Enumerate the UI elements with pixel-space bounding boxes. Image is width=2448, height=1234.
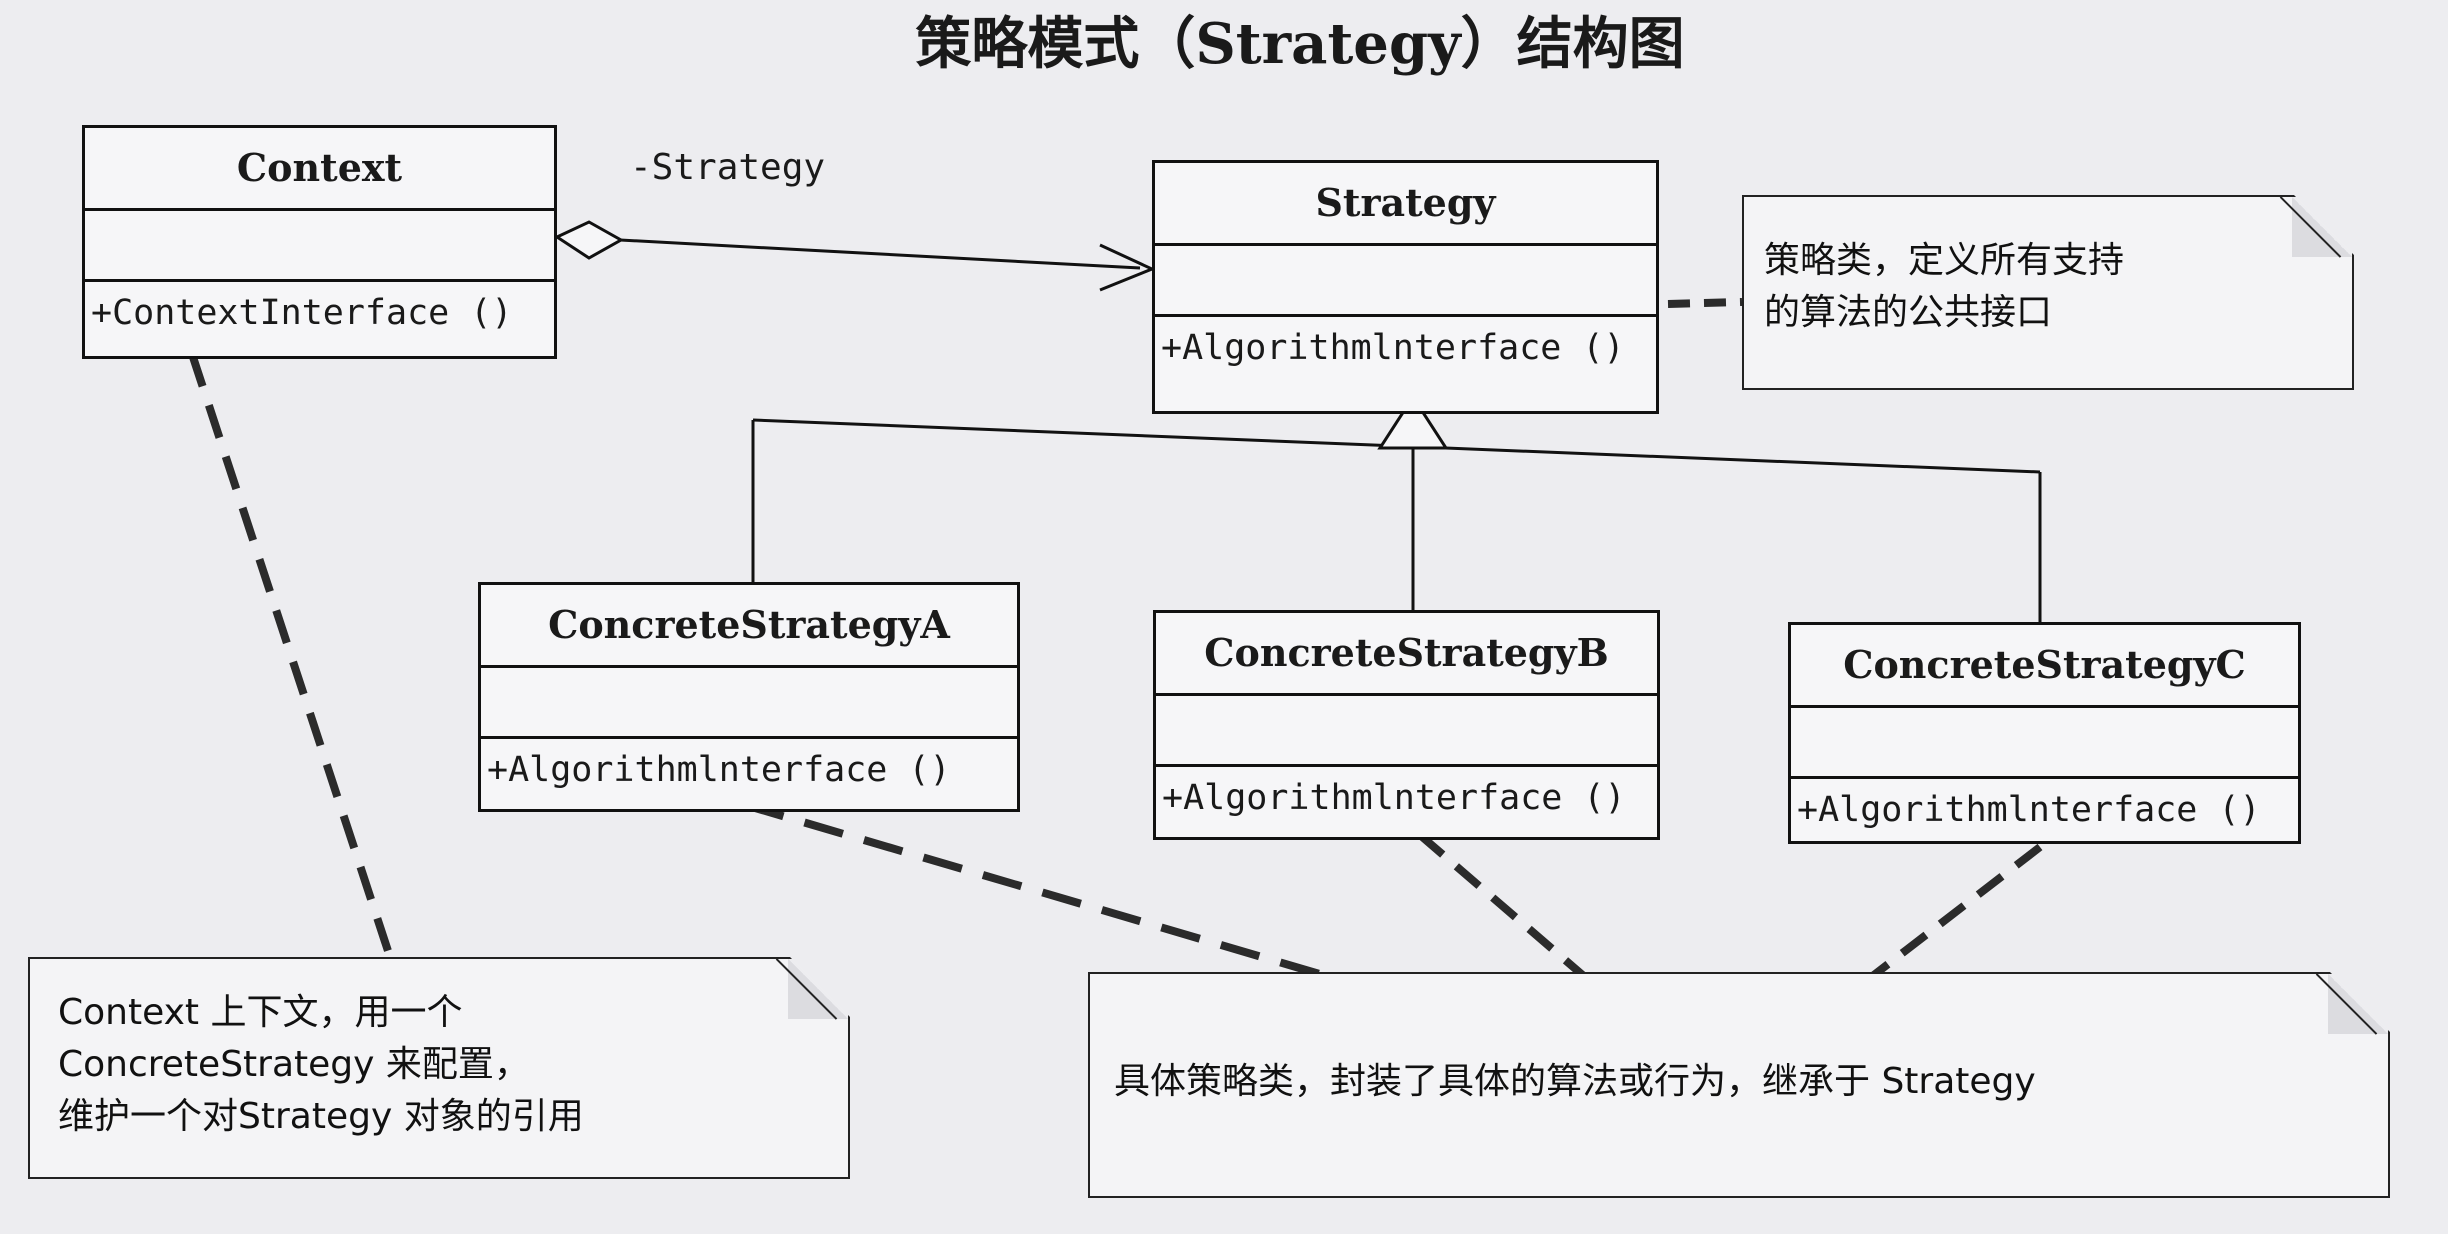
diagram-title: 策略模式（Strategy）结构图 [915,11,1685,77]
inheritance-bus [752,418,2041,474]
anchor-strategy-note [1667,298,1743,308]
class-name: Context [85,128,554,211]
class-context: Context +ContextInterface () [82,125,557,359]
association-arrowhead [1099,243,1156,292]
class-method: +ContextInterface () [91,293,513,333]
class-name: ConcreteStrategyA [481,585,1017,668]
class-attributes [1791,708,2298,779]
class-concrete-strategy-a: ConcreteStrategyA +Algorithmlnterface () [478,582,1020,812]
class-attributes [481,668,1017,739]
class-attributes [1156,696,1657,767]
class-method: +Algorithmlnterface () [1162,778,1626,818]
note-context: Context 上下文，用一个 ConcreteStrategy 来配置， 维护… [28,957,850,1179]
class-method: +Algorithmlnterface () [1797,790,2261,830]
anchor-concrete-b-note [1417,831,1603,994]
note-strategy: 策略类，定义所有支持 的算法的公共接口 [1742,195,2354,390]
class-concrete-strategy-c: ConcreteStrategyC +Algorithmlnterface () [1788,622,2301,844]
association-role-label: -Strategy [630,147,826,188]
note-fold-icon [2292,197,2352,257]
class-name: ConcreteStrategyC [1791,625,2298,708]
anchor-context-note [188,352,394,959]
class-name: Strategy [1155,163,1656,246]
aggregation-diamond [553,220,625,260]
class-attributes [85,211,554,282]
aggregation-line [619,238,1141,270]
class-method: +Algorithmlnterface () [1161,328,1625,368]
note-text: 具体策略类，封装了具体的算法或行为，继承于 Strategy [1114,1061,2036,1102]
class-strategy: Strategy +Algorithmlnterface () [1152,160,1659,414]
class-name: ConcreteStrategyB [1156,613,1657,696]
note-text: 策略类，定义所有支持 的算法的公共接口 [1764,240,2125,333]
note-concrete-strategies: 具体策略类，封装了具体的算法或行为，继承于 Strategy [1088,972,2390,1198]
class-concrete-strategy-b: ConcreteStrategyB +Algorithmlnterface () [1153,610,1660,840]
note-text: Context 上下文，用一个 ConcreteStrategy 来配置， 维护… [58,992,584,1137]
note-fold-icon [788,959,848,1019]
class-attributes [1155,246,1656,317]
class-method: +Algorithmlnterface () [487,750,951,790]
note-fold-icon [2328,974,2388,1034]
